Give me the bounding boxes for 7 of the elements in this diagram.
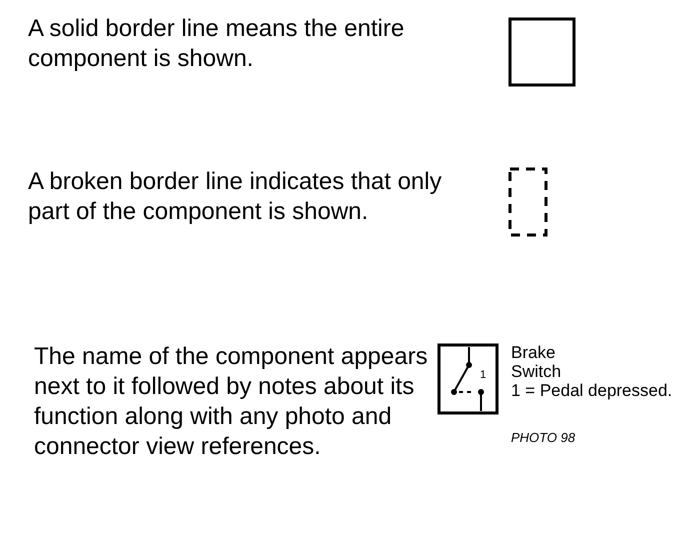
description-text: The name of the component appears next to it followed by notes about its function along with any photo and connector view references. (34, 342, 429, 462)
photo-reference: PHOTO 98 (511, 430, 576, 445)
terminal-number: 1 (480, 369, 488, 382)
description-text: A solid border line means the entire component is shown. (28, 14, 406, 74)
function-note: 1 = Pedal depressed. (511, 381, 674, 400)
description-text: A broken border line indicates that only part of the component is shown. (28, 167, 443, 227)
component-name: Brake Switch (511, 343, 562, 381)
